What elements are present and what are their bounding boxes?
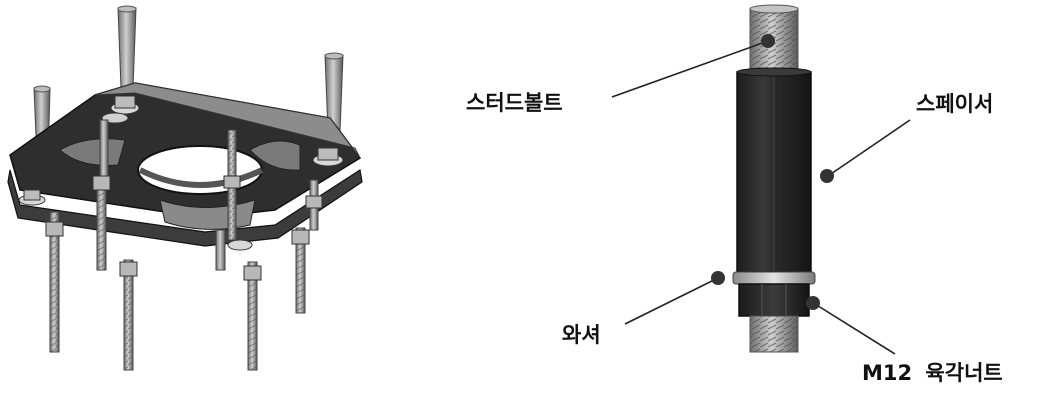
label-stud-bolt: 스터드볼트 <box>466 91 563 115</box>
spacer-stack-illustration <box>611 4 911 355</box>
label-hex-nut: M12 육각너트 <box>862 361 1003 385</box>
dot-washer <box>711 271 725 285</box>
leader-lines <box>611 40 911 355</box>
hex-nut-part <box>738 283 810 317</box>
stud-bolt-top <box>749 4 799 73</box>
mount-assembly-illustration <box>7 5 363 371</box>
washer-part <box>732 271 816 285</box>
leader-washer <box>624 277 719 325</box>
top-nuts <box>18 95 344 251</box>
leader-dots <box>711 34 834 310</box>
dot-hex-nut <box>806 296 820 310</box>
spacer-body <box>736 67 812 273</box>
dot-stud-bolt <box>761 34 775 48</box>
leader-hex-nut <box>814 303 896 355</box>
lower-nuts <box>45 175 323 281</box>
label-spacer: 스페이서 <box>916 92 994 116</box>
stud-bolt-bottom <box>749 315 799 353</box>
leader-spacer <box>827 119 911 177</box>
label-washer: 와셔 <box>562 323 601 347</box>
dot-spacer <box>820 169 834 183</box>
leader-stud-bolt <box>611 40 769 98</box>
